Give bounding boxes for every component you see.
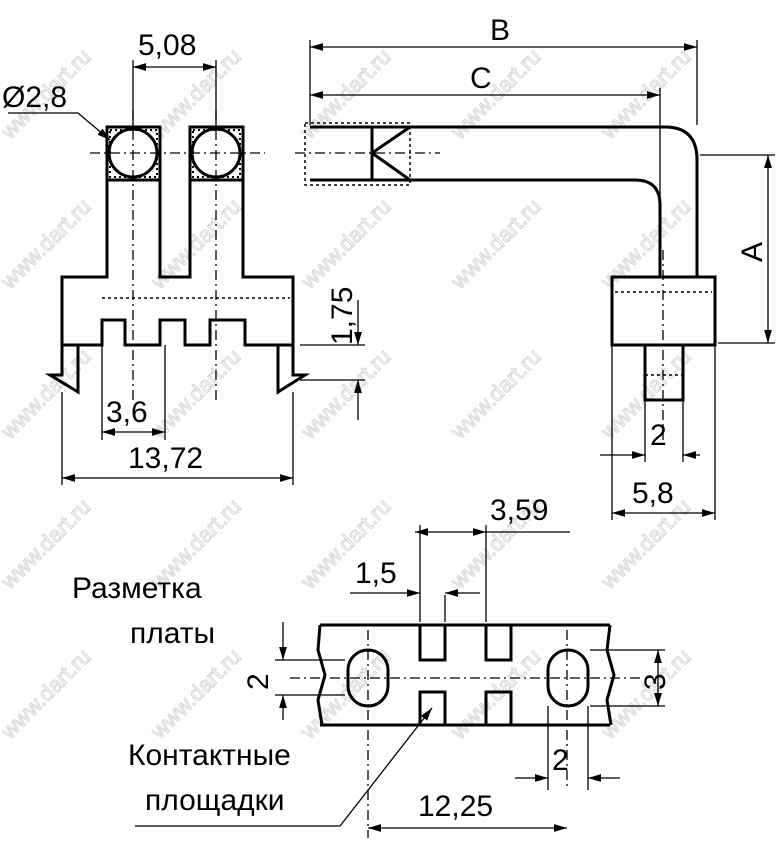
dim-C: C (470, 62, 492, 95)
dim-slot-width: 2 (242, 673, 275, 690)
watermark-text: www.dart.ru (295, 644, 396, 745)
watermark-text: www.dart.ru (0, 644, 96, 745)
dim-3-59: 3,59 (490, 494, 548, 527)
dim-B: B (490, 14, 510, 47)
diode-symbol (369, 125, 411, 182)
dim-A: A (736, 242, 769, 262)
watermark-text: www.dart.ru (145, 644, 246, 745)
dim-1-5: 1,5 (355, 557, 397, 590)
contact-pad (418, 623, 447, 662)
board-marking-label-2: платы (130, 617, 215, 650)
board-layout: 3,59 1,5 2 3 2 12,25 Разметка платы Конт… (72, 494, 672, 838)
dim-3-6: 3,6 (106, 396, 148, 429)
dim-5-8: 5,8 (632, 477, 674, 510)
watermark-text: www.dart.ru (145, 344, 246, 445)
dim-13-72: 13,72 (128, 442, 203, 475)
dim-hole-diameter: Ø2,8 (2, 81, 67, 114)
dim-1-75: 1,75 (326, 287, 359, 345)
contact-pads-label-2: площадки (145, 784, 285, 817)
mounting-slot (346, 648, 390, 708)
watermark-text: www.dart.ru (445, 194, 546, 295)
dim-pin-width: 2 (650, 419, 667, 452)
front-view: 5,08 Ø2,8 1,75 3,6 13,72 (2, 29, 365, 485)
contact-pads-label: Контактные (128, 739, 291, 772)
board-marking-label: Разметка (72, 572, 202, 605)
contact-pad (484, 623, 513, 662)
watermark-layer: www.dart.ru www.dart.ru www.dart.ru www.dar… (0, 43, 696, 745)
contact-pad (418, 690, 447, 727)
watermark-text: www.dart.ru (0, 344, 96, 445)
watermark-text: www.dart.ru (595, 194, 696, 295)
mounting-slot (546, 648, 590, 708)
dim-12-25: 12,25 (418, 790, 493, 823)
watermark-text: www.dart.ru (445, 344, 546, 445)
dim-pitch: 5,08 (138, 29, 196, 62)
watermark-text: www.dart.ru (295, 344, 396, 445)
watermark-text: www.dart.ru (295, 194, 396, 295)
dim-gap: 2 (552, 744, 569, 777)
side-view: B C A 2 5,8 (295, 14, 775, 520)
contact-pad (484, 690, 513, 727)
dim-slot-height: 3 (639, 673, 672, 690)
watermark-text: www.dart.ru (0, 194, 96, 295)
watermark-text: www.dart.ru (445, 44, 546, 145)
